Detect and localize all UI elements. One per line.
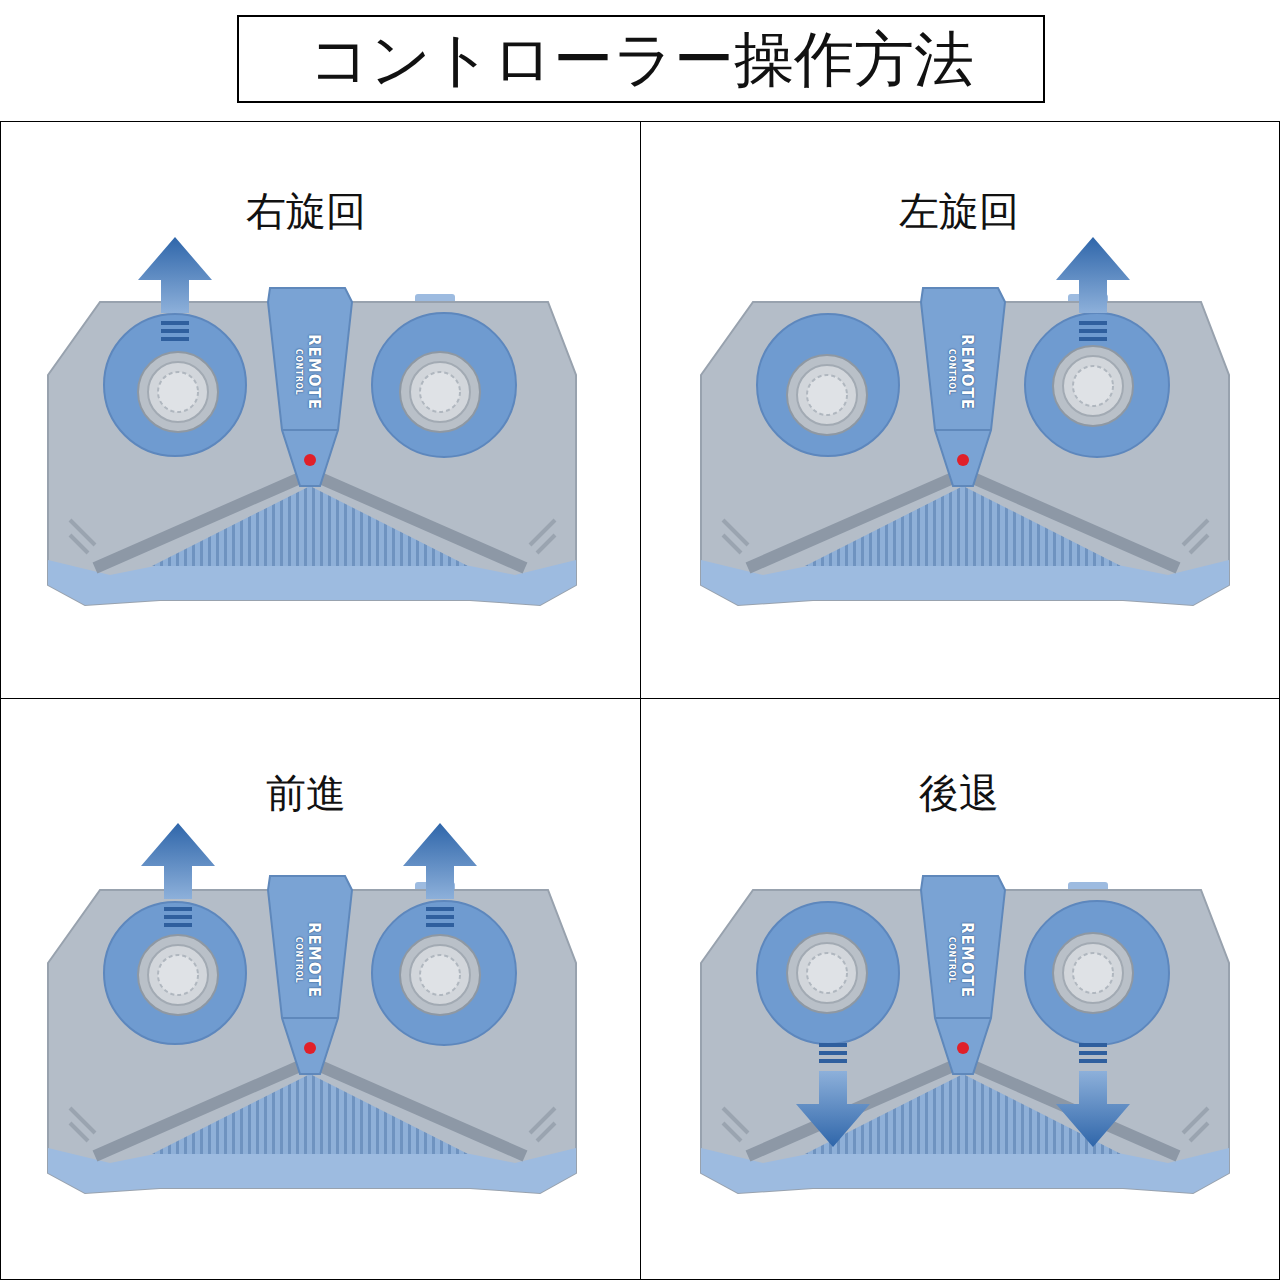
direction-arrow [403, 823, 477, 927]
direction-arrow [1056, 1043, 1130, 1147]
panel-heading: 後退 [919, 771, 999, 815]
panel-heading: 前進 [266, 771, 346, 815]
brand-label: REMOTE [959, 334, 974, 410]
instruction-panel: 左旋回 [640, 121, 1280, 699]
controller [701, 876, 1229, 1193]
panel-heading: 左旋回 [899, 189, 1019, 233]
direction-arrow [796, 1043, 870, 1147]
instruction-panel: 右旋回 [0, 121, 641, 699]
controller [701, 288, 1229, 605]
title: コントローラー操作方法 [309, 29, 974, 89]
direction-arrow [141, 823, 215, 927]
brand-label: CONTROL [294, 349, 302, 395]
controller [48, 876, 576, 1193]
controller [48, 288, 576, 605]
panel-heading: 右旋回 [246, 189, 366, 233]
brand-label: REMOTE [959, 922, 974, 998]
title-box: コントローラー操作方法 [237, 15, 1045, 103]
brand-label: CONTROL [294, 937, 302, 983]
brand-label: CONTROL [947, 937, 955, 983]
direction-arrow [138, 237, 212, 341]
direction-arrow [1056, 237, 1130, 341]
brand-label: REMOTE [306, 334, 321, 410]
brand-label: CONTROL [947, 349, 955, 395]
instruction-panel: 前進 [0, 698, 641, 1280]
brand-label: REMOTE [306, 922, 321, 998]
